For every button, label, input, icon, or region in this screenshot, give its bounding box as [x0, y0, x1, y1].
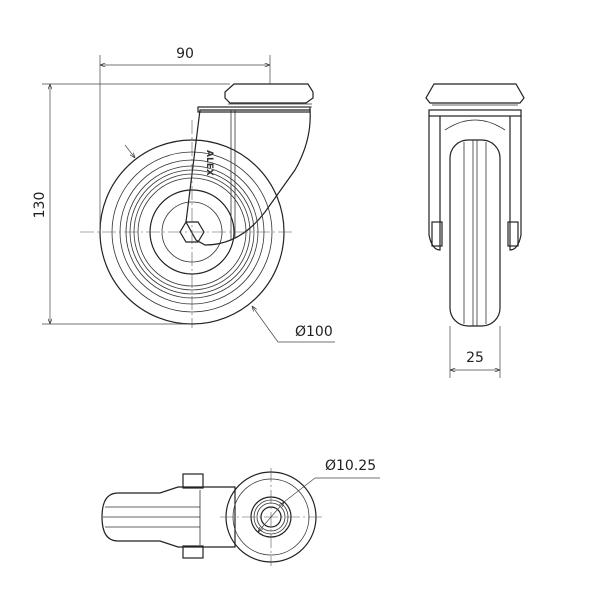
- dimension-wheel-diameter: Ø100: [124, 144, 335, 343]
- wheel-width-label: 25: [466, 350, 484, 366]
- dimension-width: 90: [99, 46, 271, 232]
- fork: ALEX: [185, 106, 311, 246]
- front-view: ALEX 90 130 Ø100: [32, 46, 335, 343]
- bolt-nut-top: [182, 473, 204, 489]
- bottom-view: Ø10.25: [101, 458, 380, 566]
- wheel-diameter-label: Ø100: [295, 324, 333, 340]
- dimension-bolt-hole: Ø10.25: [258, 458, 380, 532]
- bolt-nut-bottom: [182, 545, 204, 559]
- wheel: [449, 139, 501, 327]
- axle-nut-left: [431, 221, 443, 247]
- top-plate: [224, 83, 314, 108]
- fork-logo: ALEX: [204, 150, 214, 176]
- axle-nut-right: [507, 221, 519, 247]
- side-view: 25: [425, 83, 525, 378]
- width-dimension-label: 90: [176, 46, 194, 62]
- dimension-wheel-width: 25: [449, 326, 501, 378]
- bolt-hole-diameter-label: Ø10.25: [325, 458, 376, 474]
- height-dimension-label: 130: [32, 192, 48, 219]
- dimension-height: 130: [32, 83, 230, 325]
